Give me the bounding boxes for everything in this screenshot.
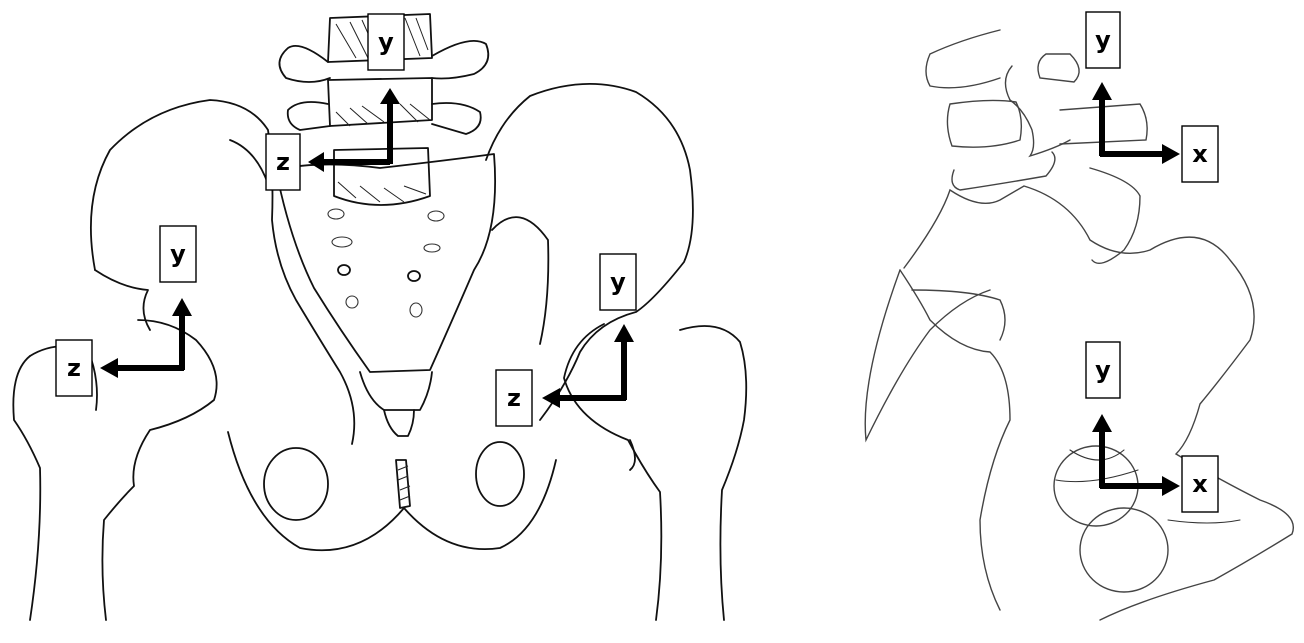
right-hip-frame: y z: [56, 226, 196, 396]
lumbar-z-label: z: [276, 148, 290, 176]
lateral-hip-x-label: x: [1192, 470, 1208, 498]
lateral-hip-x-arrowhead: [1162, 476, 1180, 496]
lumbar-z-arrowhead: [308, 152, 324, 172]
right-iliac-wing-drawing: [91, 100, 354, 444]
lumbar-y-arrowhead: [380, 88, 400, 104]
left-obturator-foramen-drawing: [476, 442, 524, 506]
lateral-pelvis-sketch: [865, 30, 1293, 620]
lumbar-y-label: y: [378, 28, 394, 56]
right-hip-z-label: z: [67, 354, 81, 382]
lumbosacral-y-label: y: [1095, 26, 1111, 54]
left-hip-z-label: z: [507, 384, 521, 412]
left-femur-drawing: [564, 324, 746, 620]
pubic-region-drawing: [228, 432, 556, 550]
left-hip-y-arrowhead: [614, 324, 634, 342]
lumbosacral-y-arrowhead: [1092, 82, 1112, 100]
lumbar-frame: y z: [266, 14, 404, 190]
right-hip-y-arrowhead: [172, 298, 192, 316]
lateral-hip-frame: y x: [1086, 342, 1218, 512]
left-hip-frame: y z: [496, 254, 636, 426]
right-hip-y-label: y: [170, 240, 186, 268]
lumbosacral-x-arrowhead: [1162, 144, 1180, 164]
lumbosacral-frame: y x: [1086, 12, 1218, 182]
sacrum-drawing: [276, 154, 495, 436]
lateral-hip-y-arrowhead: [1092, 414, 1112, 432]
lateral-obturator-foramen-drawing: [1080, 508, 1168, 592]
frontal-pelvis-sketch: [13, 14, 746, 620]
right-obturator-foramen-drawing: [264, 448, 328, 520]
right-hip-z-arrowhead: [100, 358, 118, 378]
lateral-hip-y-label: y: [1095, 356, 1111, 384]
lumbosacral-x-label: x: [1192, 140, 1208, 168]
left-hip-y-label: y: [610, 268, 626, 296]
